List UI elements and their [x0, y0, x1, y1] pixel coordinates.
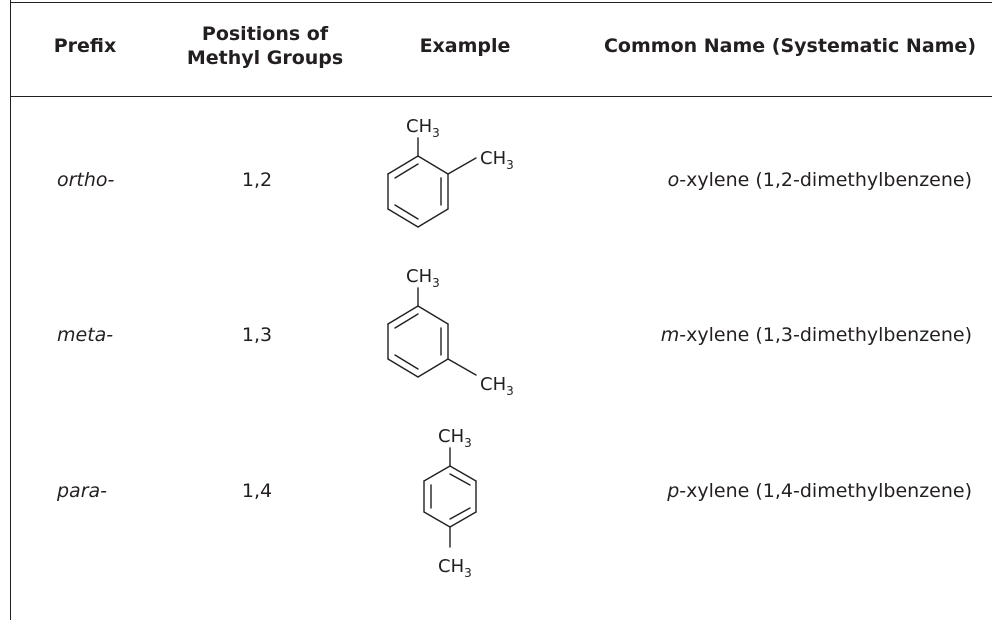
methyl-label-lower: CH3	[480, 374, 514, 398]
row-ortho-common-name: o-xylene (1,2-dimethylbenzene)	[667, 169, 972, 191]
row-para-prefix: para-	[57, 480, 108, 502]
row-meta-prefix: meta-	[57, 324, 114, 346]
row-para-common-name: p-xylene (1,4-dimethylbenzene)	[667, 480, 972, 502]
methyl-label-bottom: CH3	[438, 556, 472, 580]
row-ortho-prefix: ortho-	[57, 169, 115, 191]
header-positions-line1: Positions of	[201, 23, 329, 45]
methyl-label-side: CH3	[480, 148, 514, 172]
methyl-label-top: CH3	[406, 266, 440, 290]
benzene-ring	[387, 155, 449, 228]
row-para-positions: 1,4	[241, 480, 273, 502]
header-prefix: Prefix	[53, 35, 117, 57]
row-ortho-positions: 1,2	[241, 169, 273, 191]
header-positions-line2: Methyl Groups	[186, 47, 344, 69]
para-xylene-structure: CH3 CH3	[423, 426, 477, 580]
methyl-bond-side	[447, 157, 477, 175]
header-common-name: Common Name (Systematic Name)	[603, 35, 977, 57]
methyl-bond-lower	[447, 358, 477, 376]
benzene-ring	[423, 465, 477, 528]
meta-xylene-structure: CH3 CH3	[387, 266, 514, 398]
methyl-label-top: CH3	[406, 116, 440, 140]
header-positions: Positions of Methyl Groups	[185, 22, 345, 70]
header-divider	[10, 96, 992, 97]
methyl-label-top: CH3	[438, 426, 472, 450]
header-example: Example	[419, 35, 511, 57]
row-meta-positions: 1,3	[241, 324, 273, 346]
table-left-border	[10, 0, 11, 620]
ortho-xylene-structure: CH3 CH3	[387, 116, 514, 228]
table-top-border	[10, 2, 992, 3]
row-meta-common-name: m-xylene (1,3-dimethylbenzene)	[660, 324, 972, 346]
benzene-ring	[387, 305, 449, 378]
